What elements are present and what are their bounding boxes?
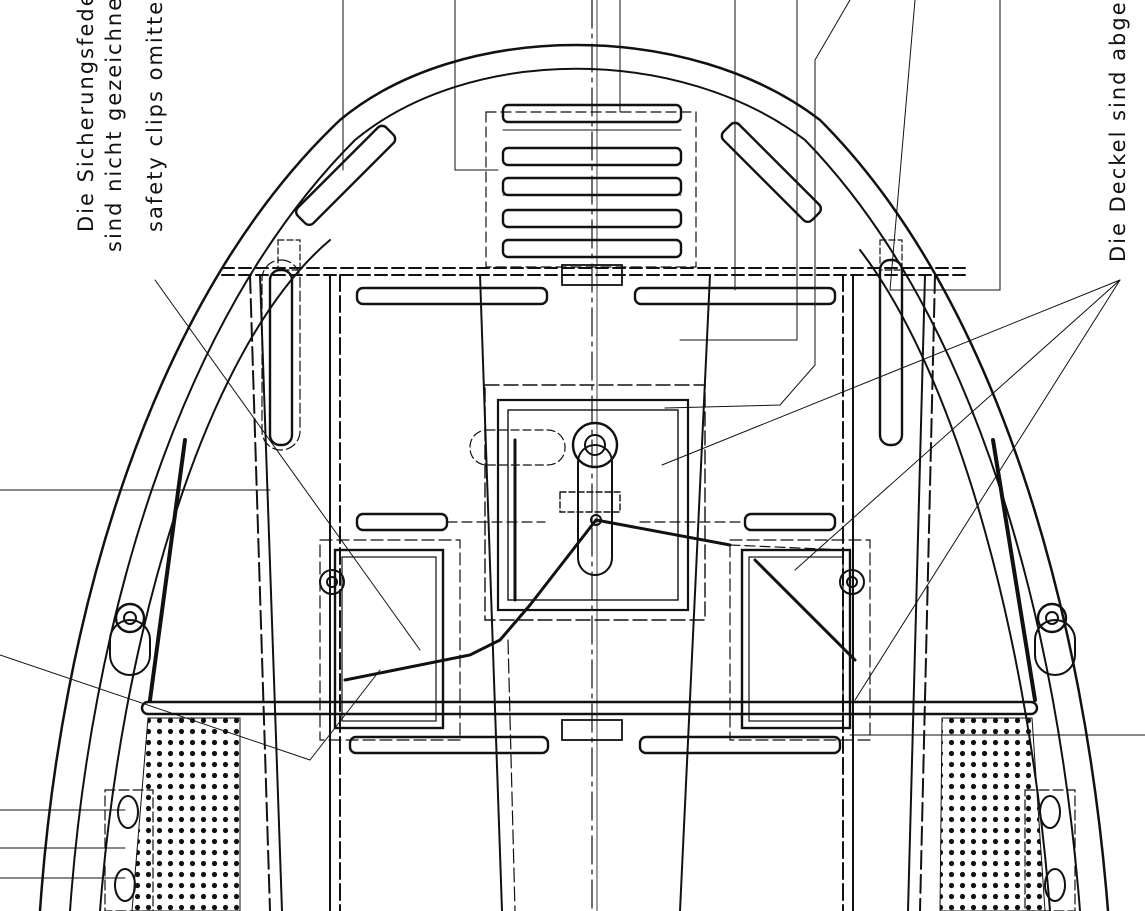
safety-clips-note-german-line2: sind nicht gezeichnet (102, 0, 126, 252)
middle-rollers (348, 286, 842, 755)
safety-clips-note-english: safety clips omitted (143, 0, 167, 232)
handwheels (109, 602, 1076, 676)
top-roller-rack (294, 103, 823, 286)
leader-lines (0, 0, 1145, 879)
safety-clips-note-german-line1: Die Sicherungsfedern (74, 0, 98, 232)
side-compartments (319, 539, 871, 741)
bottom-latches (104, 639, 1076, 911)
side-fenders (148, 239, 1037, 702)
cover-removed-note-german: Die Deckel sind abgenommen (1106, 0, 1130, 262)
central-mechanism (343, 384, 846, 682)
grating-panels (131, 717, 1046, 911)
transverse-bar (140, 700, 1039, 716)
